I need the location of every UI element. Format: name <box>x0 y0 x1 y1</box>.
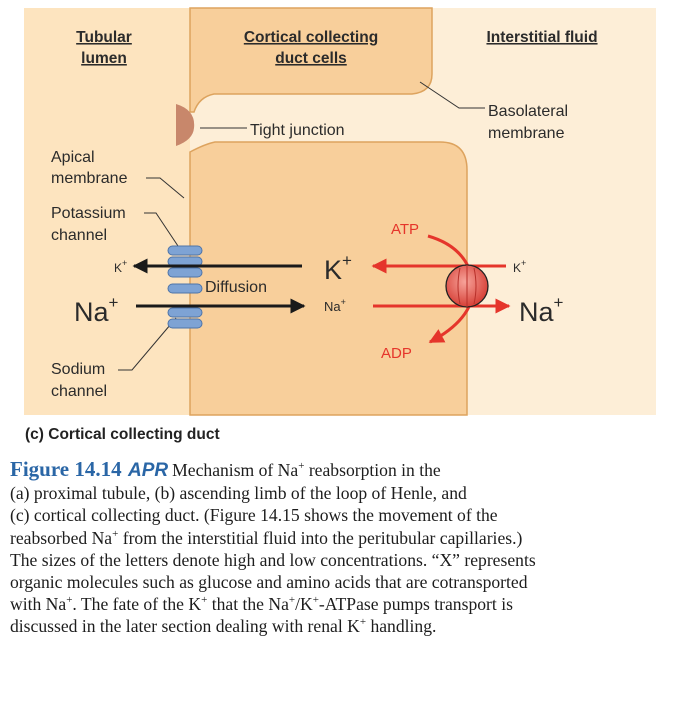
na-cell-label: Na+ <box>324 297 346 314</box>
basolateral-label-line1: Basolateral <box>488 103 568 120</box>
na-lumen-label: Na+ <box>74 293 119 327</box>
apical-label-line2: membrane <box>51 170 128 187</box>
apical-leader <box>146 177 185 199</box>
panel-title: (c) Cortical collecting duct <box>25 426 220 443</box>
k-interstitial-label: K+ <box>513 258 526 275</box>
diagram: Tubular lumen Cortical collecting duct c… <box>24 7 656 443</box>
cells-header-line2: duct cells <box>275 50 347 67</box>
figure-number: Figure 14.14 <box>10 457 122 481</box>
basolateral-label-line2: membrane <box>488 125 565 142</box>
lumen-region <box>24 8 190 415</box>
potassium-label-line2: channel <box>51 227 107 244</box>
k-cell-label: K+ <box>324 251 352 285</box>
sodium-label-line2: channel <box>51 383 107 400</box>
main-cell <box>189 141 468 416</box>
sodium-label-line1: Sodium <box>51 361 105 378</box>
apical-label-line1: Apical <box>51 149 95 166</box>
potassium-channel-icon <box>167 245 203 278</box>
tight-junction-label: Tight junction <box>250 122 345 139</box>
potassium-label-line1: Potassium <box>51 205 126 222</box>
k-lumen-label: K+ <box>114 258 127 275</box>
potassium-leader <box>144 212 181 250</box>
tight-junction <box>176 104 195 146</box>
na-k-atpase-pump-icon <box>445 264 489 308</box>
sodium-channel-icon <box>167 283 203 329</box>
basolateral-leader <box>419 81 485 109</box>
lumen-header-line1: Tubular <box>76 29 132 46</box>
na-interstitial-label: Na+ <box>519 293 564 327</box>
upper-cell <box>189 7 433 113</box>
cells-header-line1: Cortical collecting <box>244 29 378 46</box>
adp-label: ADP <box>381 345 412 362</box>
interstitial-header: Interstitial fluid <box>486 29 597 46</box>
diffusion-label: Diffusion <box>205 279 267 296</box>
lumen-header-line2: lumen <box>81 50 127 67</box>
atp-label: ATP <box>391 221 419 238</box>
apr-icon: APR <box>128 460 169 481</box>
sodium-leader <box>118 317 177 371</box>
